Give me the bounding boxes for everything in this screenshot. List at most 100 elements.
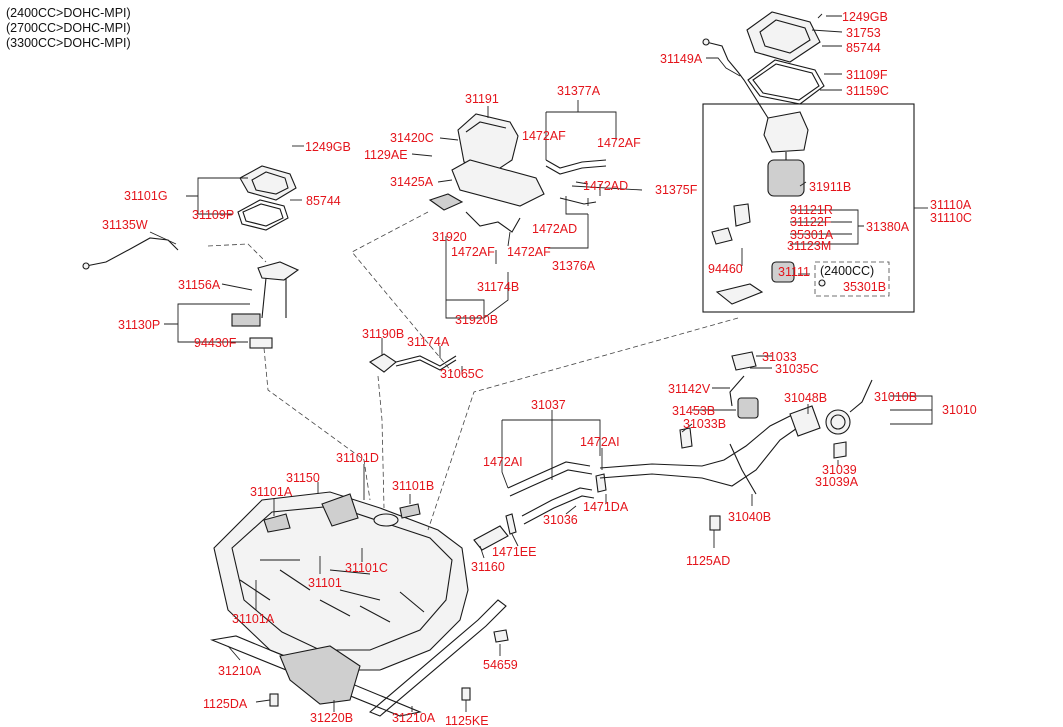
callout-31121r: 31121R [790,203,833,217]
cover-plate-31101g [239,165,297,201]
bolt-1125da [269,693,279,707]
callout-31376a: 31376A [552,259,596,273]
callout-31130p: 31130P [118,318,160,332]
callout-31035c: 31035C [775,362,819,376]
callout-1472ai-2: 1472AI [483,455,523,469]
callout-31191: 31191 [465,92,499,106]
ref-line-pump [427,317,739,531]
callout-31048b: 31048B [784,391,827,405]
callout-31753: 31753 [846,26,881,40]
filter-31920 [428,193,464,211]
callout-31010: 31010 [942,403,977,417]
vent-hose-31036 [521,487,593,517]
callout-31101c: 31101C [345,561,388,575]
callout-31210a: 31210A [218,664,262,678]
engine-variant-1: (2400CC>DOHC-MPI) [6,6,131,20]
connector-31033 [731,351,757,371]
callout-31110a: 31110A [930,198,972,212]
callout-31110c: 31110C [930,211,972,225]
engine-variant-3: (3300CC>DOHC-MPI) [6,36,131,50]
callout-31425a: 31425A [390,175,434,189]
hose-31142v [729,375,745,407]
callout-31101d: 31101D [336,451,379,465]
callout-31920: 31920 [432,230,467,244]
callout-31160: 31160 [471,560,505,574]
callout-labels: 1249GB 31753 85744 31149A 31109F 31159C … [102,10,977,727]
callout-31111: 31111 [778,265,810,279]
heat-shield-31220b [279,645,361,705]
callout-94430f: 94430F [194,336,237,350]
callout-31109p: 31109P [192,208,234,222]
callout-35301b: 35301B [843,280,886,294]
callout-31174a: 31174A [407,335,450,349]
bolt-1125ke [461,687,471,701]
callout-31190b: 31190B [362,327,404,341]
callout-2400cc-option: (2400CC) [820,264,874,278]
filler-hose-31037 [507,461,591,489]
callout-1472ad-2: 1472AD [532,222,577,236]
wiring-harness-31135w [82,237,179,270]
callout-31037: 31037 [531,398,566,412]
canister-31420c [457,113,519,173]
filler-pipe-31040b [599,411,799,469]
vapor-hose-31377a [545,159,607,169]
clamp-1472ai [595,473,607,493]
fuel-pump-cover-plate [746,11,821,63]
fuel-cap-31010b [825,409,851,435]
callout-31065c: 31065C [440,367,484,381]
callout-31380a: 31380A [866,220,910,234]
callout-31040b: 31040B [728,510,771,524]
engine-variant-2: (2700CC>DOHC-MPI) [6,21,131,35]
callout-31101a-2: 31101A [232,612,275,626]
callout-31420c: 31420C [390,131,434,145]
vapor-hose-31174b [465,211,521,233]
callout-1129ae: 1129AE [364,148,408,162]
callout-1472ai-1: 1472AI [580,435,620,449]
callout-31036: 31036 [543,513,578,527]
callout-31149a: 31149A [660,52,703,66]
callout-94460: 94460 [708,262,743,276]
ref-line-harness [207,243,267,263]
leader-lines [149,13,933,712]
sender-wiring-31149a [702,38,769,119]
callout-35301a: 35301A [790,228,834,242]
callout-31375f: 31375F [655,183,698,197]
callout-31210a-2: 31210A [392,711,436,725]
callout-85744: 85744 [846,41,881,55]
valve-31190b [368,353,397,373]
callout-31101a: 31101A [250,485,293,499]
callout-1472ad-1: 1472AD [583,179,628,193]
callout-31920b: 31920B [455,313,498,327]
callout-1472af-3: 1472AF [451,245,495,259]
canister-bracket-31425a [451,159,545,207]
callout-31156a: 31156A [178,278,221,292]
ref-line-valve [377,375,385,509]
callout-31911b: 31911B [809,180,851,194]
callout-1472af-4: 1472AF [507,245,551,259]
callout-31101: 31101 [308,576,342,590]
gasket-31109p [237,199,289,231]
callout-31377a: 31377A [557,84,601,98]
clip-35301b [818,279,826,287]
callout-1472af-1: 1472AF [522,129,566,143]
pad-54659 [493,629,509,643]
callout-31039: 31039 [822,463,857,477]
callout-1125da: 1125DA [203,697,248,711]
sender-assembly-31130p [231,261,300,349]
screw-31039 [833,441,847,459]
callout-1249gb: 1249GB [842,10,888,24]
callout-31174b: 31174B [477,280,519,294]
valve-31453b [737,397,759,419]
callout-31122f: 31122F [790,215,832,229]
cover-gasket-31109f [747,59,825,105]
callout-31123m: 31123M [787,239,831,253]
callout-31033b: 31033B [683,417,726,431]
callout-31135w: 31135W [102,218,148,232]
hose-31174a [395,355,457,367]
callout-1125ad: 1125AD [686,554,730,568]
callout-31142v: 31142V [668,382,711,396]
callout-31109f: 31109F [846,68,888,82]
callout-31453b: 31453B [672,404,715,418]
